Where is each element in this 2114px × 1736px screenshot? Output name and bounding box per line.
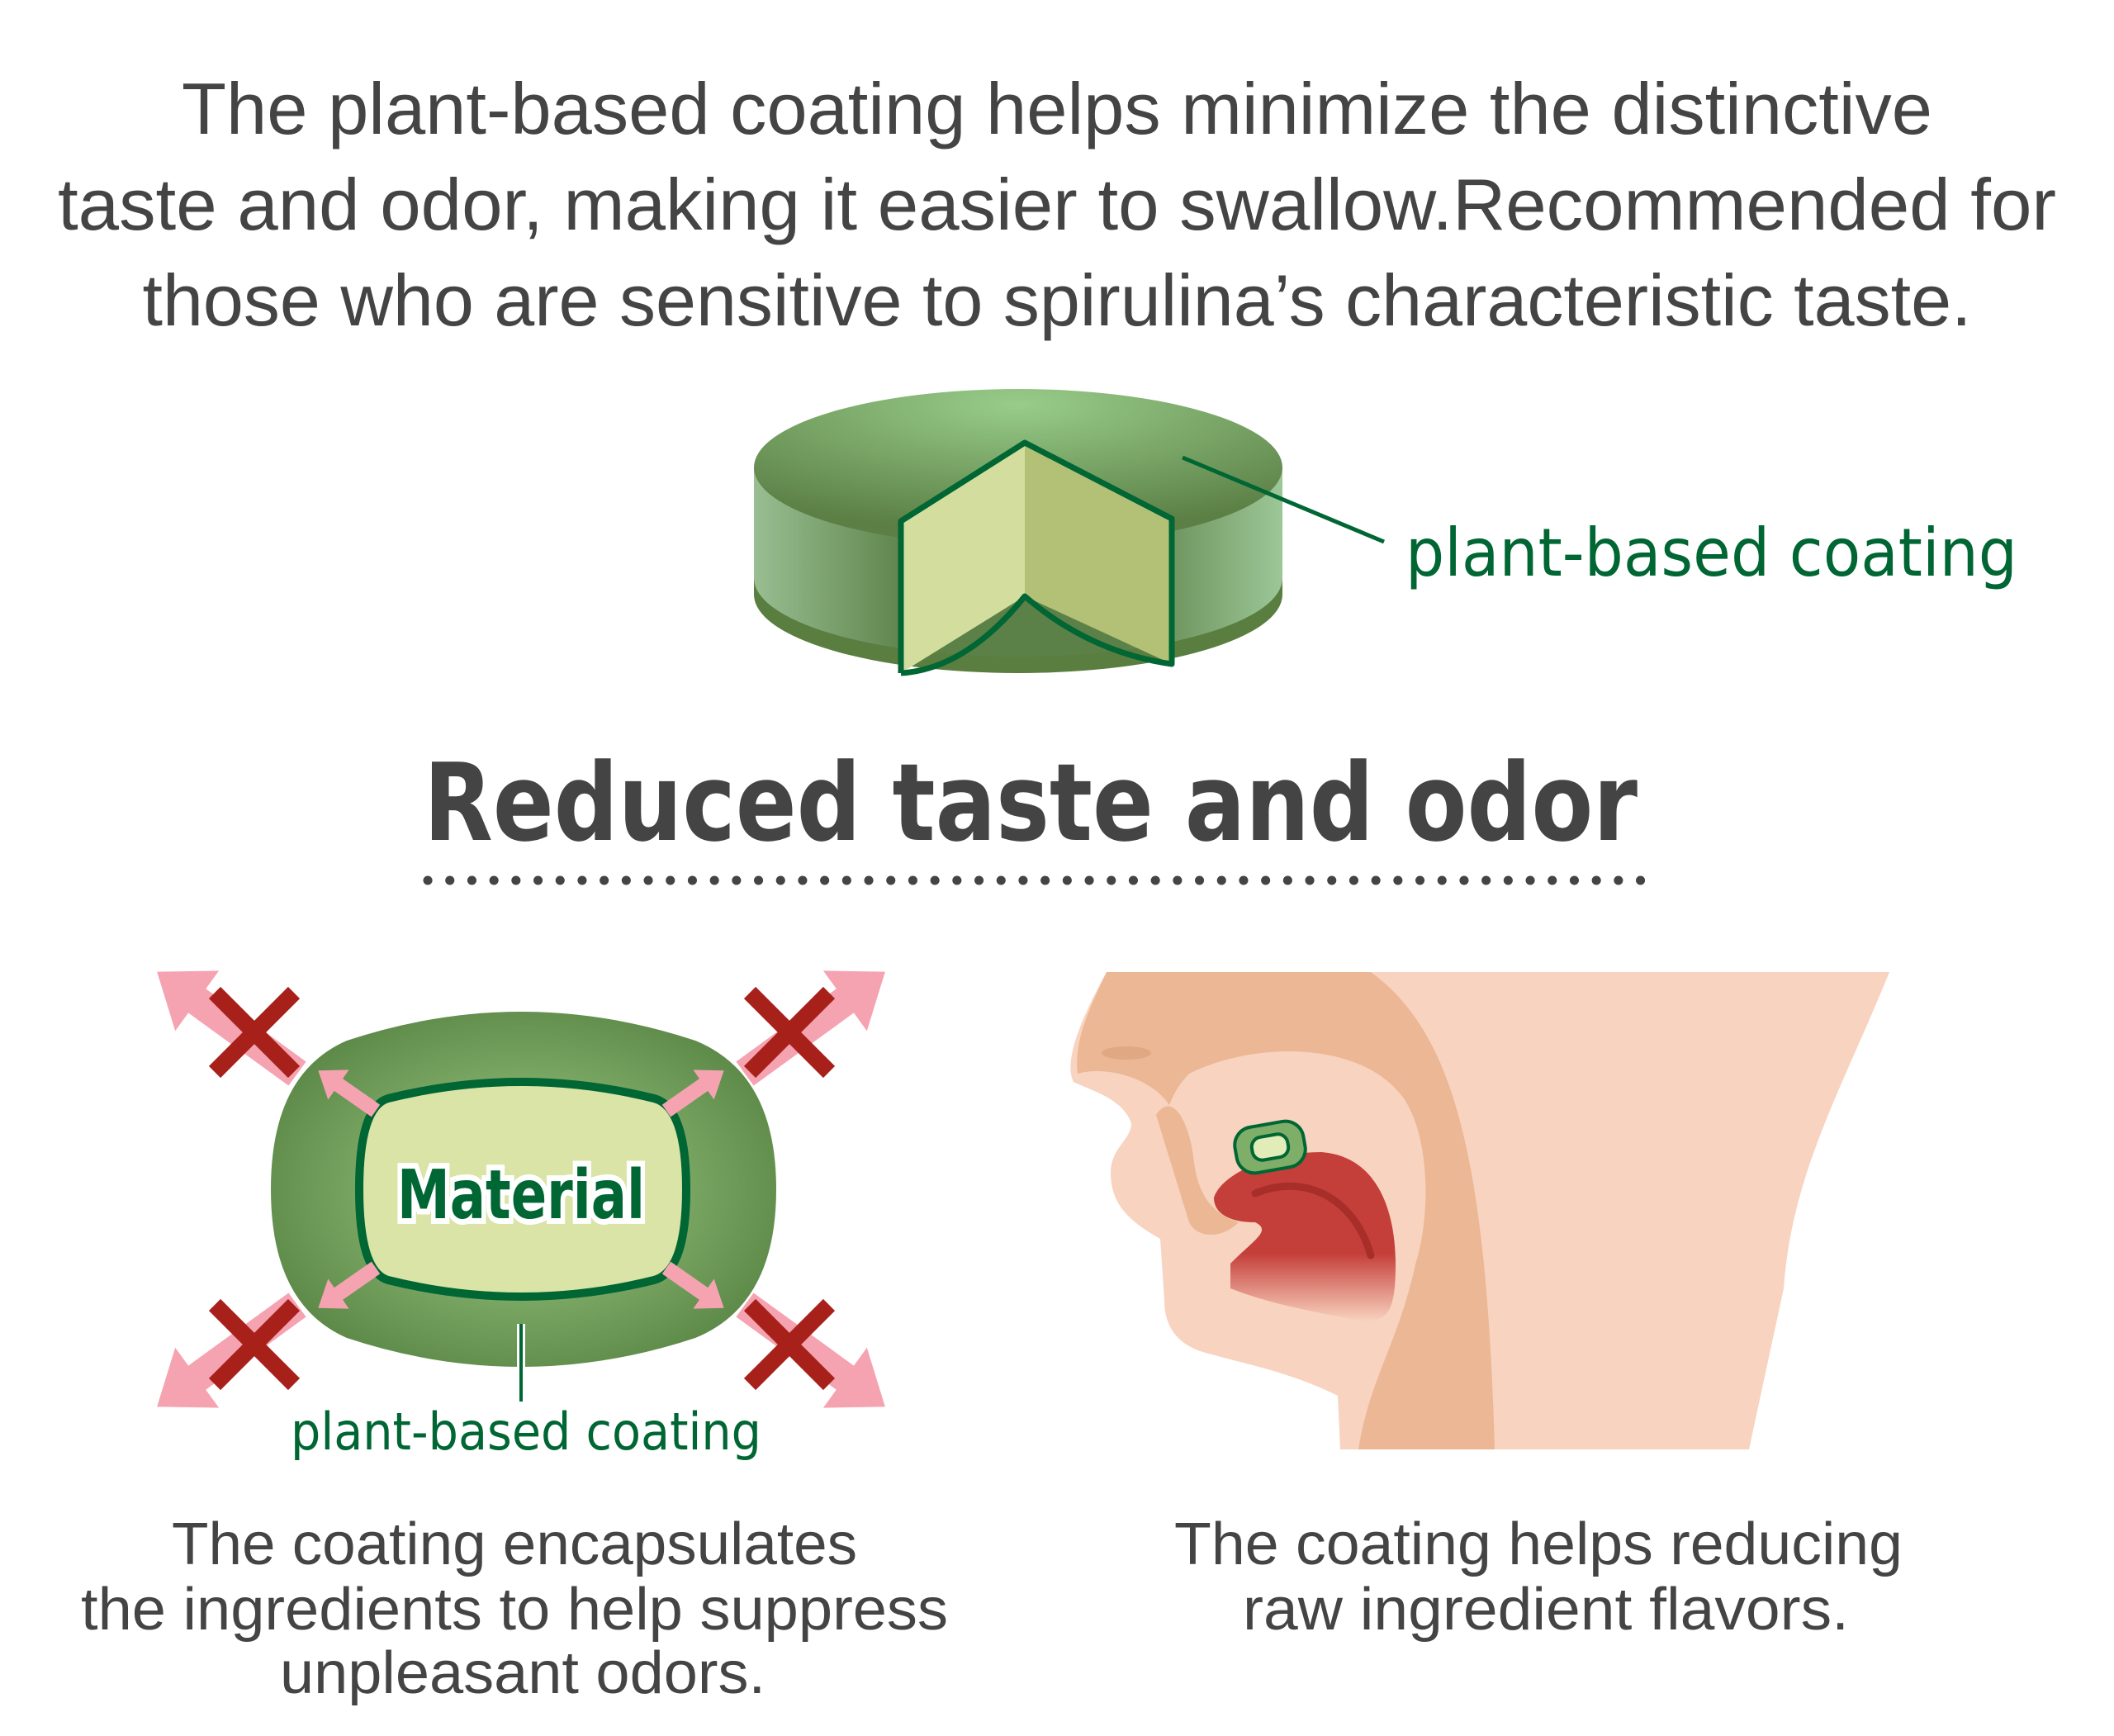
left-caption-line-3: unpleasant odors.	[280, 1640, 765, 1706]
intro-line-1: The plant-based coating helps minimize t…	[182, 68, 1932, 149]
intro-line-2: taste and odor, making it easier to swal…	[58, 164, 2056, 245]
left-caption-line-2: the ingredients to help suppress	[81, 1577, 948, 1643]
tablet-in-mouth	[1233, 1119, 1307, 1175]
right-caption-line-1: The coating helps reducing	[1174, 1511, 1903, 1577]
tablet-coating-label: plant-based coating	[1405, 515, 2017, 591]
tablet-illustration	[754, 389, 1385, 676]
section-heading: Reduced taste and odor	[424, 740, 1638, 866]
coating-label: plant-based coating	[291, 1402, 761, 1462]
intro-line-3: those who are sensitive to spirulina’s c…	[143, 259, 1972, 341]
right-caption-line-2: raw ingredient flavors.	[1243, 1577, 1849, 1643]
encapsulation-diagram	[135, 942, 908, 1437]
tablet-leader-line	[1182, 455, 1385, 544]
material-label: Material	[397, 1156, 645, 1235]
left-caption-line-1: The coating encapsulates	[172, 1511, 857, 1577]
head-profile-illustration	[1070, 972, 1889, 1449]
